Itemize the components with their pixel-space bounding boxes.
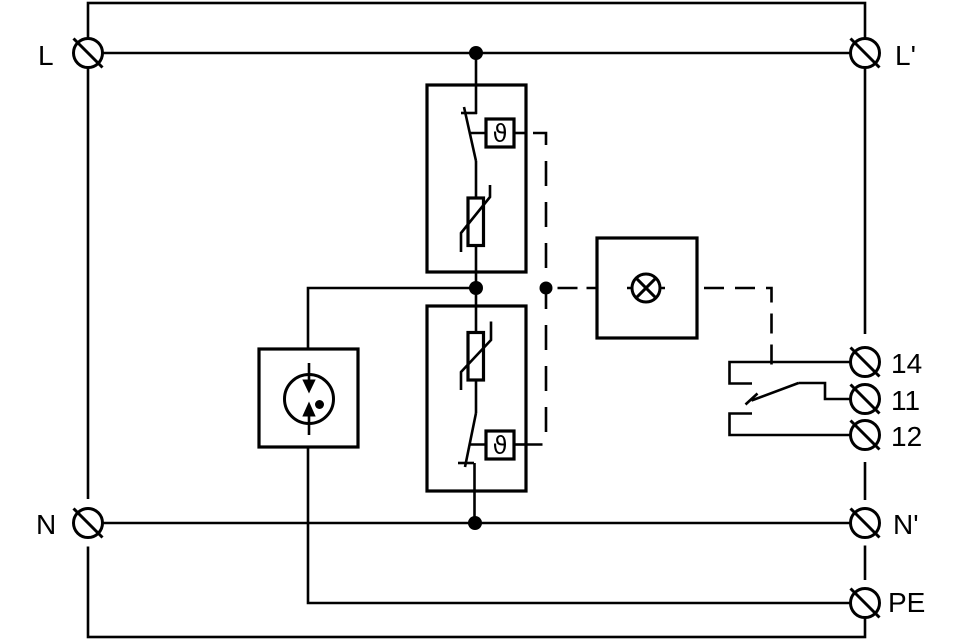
upper-module-varistor-thermal: ϑ [425,83,528,333]
gdt-arrow-up [302,401,316,417]
theta-label: ϑ [493,432,508,460]
terminal-label: 12 [891,421,922,452]
edge-gap [859,580,871,589]
gdt-gas-dot [315,400,324,409]
terminal-label: 11 [891,385,920,416]
terminal-label: PE [888,587,925,618]
theta-label: ϑ [493,120,508,148]
junction-dot [468,516,482,530]
contact-blade [751,381,799,402]
terminal-label: N [36,509,56,540]
terminal-slash [849,37,881,69]
terminal-slash [849,507,881,539]
module-box [425,304,528,493]
edge-gap [82,499,94,509]
contact-11-wire [798,381,851,401]
lower-module-varistor-thermal: ϑ [425,304,528,523]
wire-branch-gdt [306,286,476,349]
lamp-cross [635,277,657,299]
varistor-diagonal [459,185,492,252]
terminal-slash [72,507,104,539]
terminal-N-out: N' [849,507,919,540]
terminal-slash [72,37,104,69]
device-enclosure-outline [86,1,867,639]
edge-gap [859,537,871,546]
remote-contact [728,360,851,437]
terminal-label: L' [895,40,916,71]
gdt-box [257,347,360,449]
junction-dot [469,281,483,295]
terminal-N: N [36,507,104,540]
gdt-arrow-down [302,379,316,394]
lamp-box [595,236,699,340]
varistor-diagonal [459,321,493,390]
junction-dot [469,46,483,60]
linkage-to-contact-dashed [697,286,773,375]
contact-12-wire [728,412,851,437]
contact-14-wire [728,360,851,385]
terminal-label: L [38,40,54,71]
terminal-L: L [38,37,104,71]
edge-gap [82,538,94,547]
gas-discharge-tube [257,347,360,449]
terminal-slash [849,587,881,619]
wire-line-pe [306,447,851,605]
disconnector-blade [463,412,478,468]
terminal-label: 14 [891,348,922,379]
terminal-14: 14 [849,346,922,379]
terminal-slash [849,346,881,378]
linkage-junction-dot [539,281,553,295]
indicator-lamp [595,236,699,340]
thermal-sensor-box [484,429,516,461]
terminal-12: 12 [849,419,922,452]
terminal-slash [849,383,881,415]
contact-blade-tick [744,392,759,406]
terminal-L-out: L' [849,37,916,71]
terminal-PE: PE [849,587,925,619]
edge-gap [859,500,871,510]
terminal-11: 11 [849,383,920,416]
terminal-label: N' [893,509,919,540]
terminal-slash [849,419,881,451]
